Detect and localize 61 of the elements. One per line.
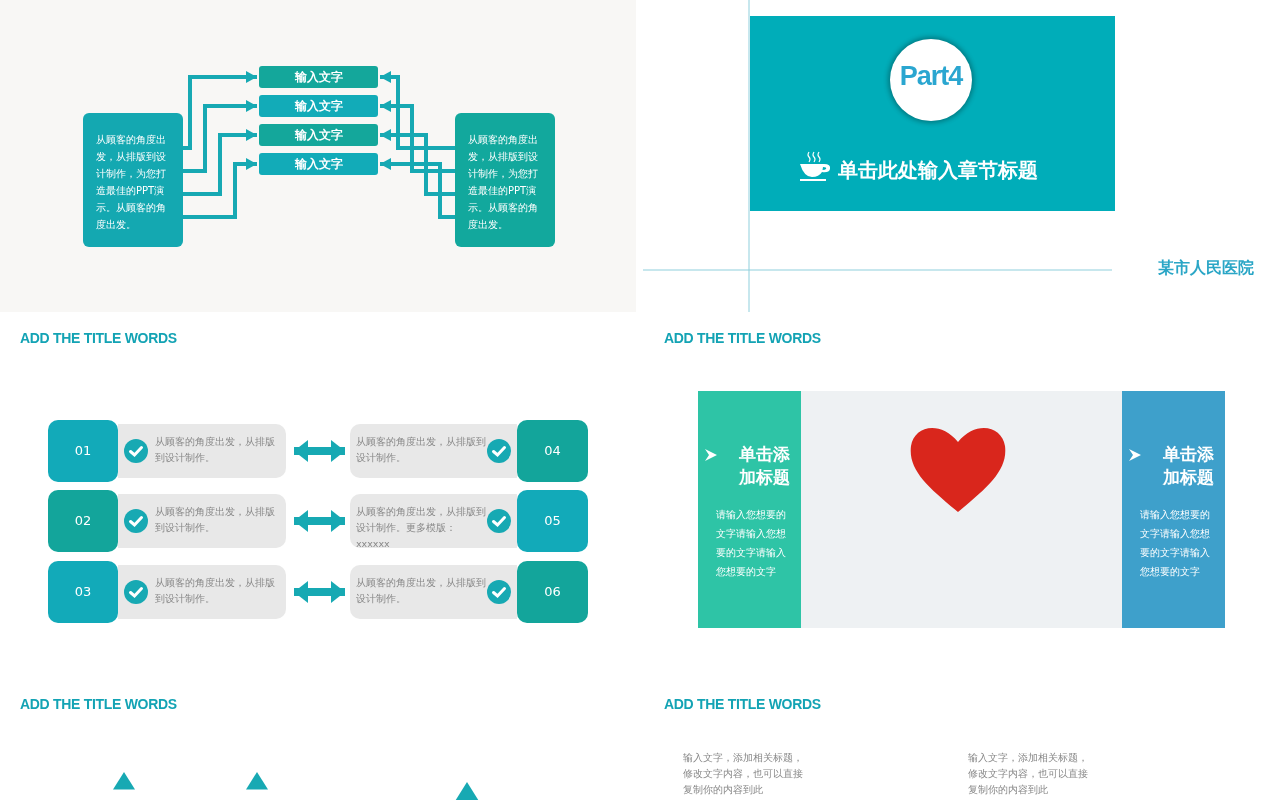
number-label: 03 xyxy=(73,584,93,599)
number-box xyxy=(48,561,118,623)
section-title: 单击此处输入章节标题 xyxy=(838,157,1038,184)
description-text: 从顾客的角度出发，从排版到设计制作。 xyxy=(155,435,276,465)
panel-heading: 单击添加标题 xyxy=(738,443,790,489)
arrow xyxy=(380,129,455,196)
part-number: Part4 xyxy=(898,61,964,92)
description-text: 从顾客的角度出发，从排版到设计制作。 xyxy=(155,576,276,606)
number-label: 04 xyxy=(543,443,562,458)
text-box xyxy=(118,494,286,548)
text-panel xyxy=(1122,391,1225,628)
slide-title: ADD THE TITLE WORDS xyxy=(20,696,177,712)
label-box xyxy=(259,124,378,146)
arrow xyxy=(380,158,455,219)
text-box xyxy=(350,424,517,478)
description-text: 从顾客的角度出发，从排版到设计制作，为您打造最佳的PPT演示。从顾客的角度出发。 xyxy=(96,133,167,232)
number-box xyxy=(517,420,588,482)
description-text: 从顾客的角度出发，从排版到设计制作，为您打造最佳的PPT演示。从顾客的角度出发。 xyxy=(468,133,539,232)
box-label: 输入文字 xyxy=(293,156,344,173)
description-text: 从顾客的角度出发，从排版到设计制作。更多模版：xxxxxx xyxy=(356,505,486,551)
label-box xyxy=(259,66,378,88)
section-banner xyxy=(750,16,1115,211)
text-panel xyxy=(698,391,801,628)
slide-title: ADD THE TITLE WORDS xyxy=(664,330,821,346)
number-label: 01 xyxy=(73,443,93,458)
arrow xyxy=(380,100,455,173)
description-text: 输入文字，添加相关标题，修改文字内容，也可以直接复制你的内容到此 xyxy=(683,751,804,797)
text-box xyxy=(118,424,286,478)
number-label: 06 xyxy=(543,584,562,599)
arrow xyxy=(380,71,455,150)
panel-text: 请输入您想要的文字请输入您想要的文字请输入您想要的文字 xyxy=(716,508,787,579)
arrow xyxy=(183,71,257,150)
part-circle xyxy=(890,39,972,121)
number-box xyxy=(517,561,588,623)
slide-title: ADD THE TITLE WORDS xyxy=(664,696,821,712)
number-box xyxy=(48,490,118,552)
text-box xyxy=(118,565,286,619)
text-box xyxy=(350,494,517,548)
text-box xyxy=(83,113,183,247)
arrow xyxy=(183,100,257,173)
panel-text: 请输入您想要的文字请输入您想要的文字请输入您想要的文字 xyxy=(1140,508,1211,579)
description-text: 从顾客的角度出发，从排版到设计制作。 xyxy=(155,505,276,535)
description-text: 从顾客的角度出发，从排版到设计制作。 xyxy=(356,435,486,465)
label-box xyxy=(259,95,378,117)
text-box xyxy=(455,113,555,247)
box-label: 输入文字 xyxy=(293,98,344,115)
label-box xyxy=(259,153,378,175)
panel-heading: 单击添加标题 xyxy=(1162,443,1214,489)
arrow xyxy=(183,129,257,196)
description-text: 从顾客的角度出发，从排版到设计制作。 xyxy=(356,576,486,606)
box-label: 输入文字 xyxy=(293,127,344,144)
number-label: 05 xyxy=(543,513,562,528)
organization-name: 某市人民医院 xyxy=(1158,258,1254,279)
description-text: 输入文字，添加相关标题，修改文字内容，也可以直接复制你的内容到此 xyxy=(968,751,1089,797)
number-box xyxy=(517,490,588,552)
slide-title: ADD THE TITLE WORDS xyxy=(20,330,177,346)
box-label: 输入文字 xyxy=(293,69,344,86)
arrow xyxy=(183,158,257,219)
number-box xyxy=(48,420,118,482)
number-label: 02 xyxy=(73,513,93,528)
text-box xyxy=(350,565,517,619)
